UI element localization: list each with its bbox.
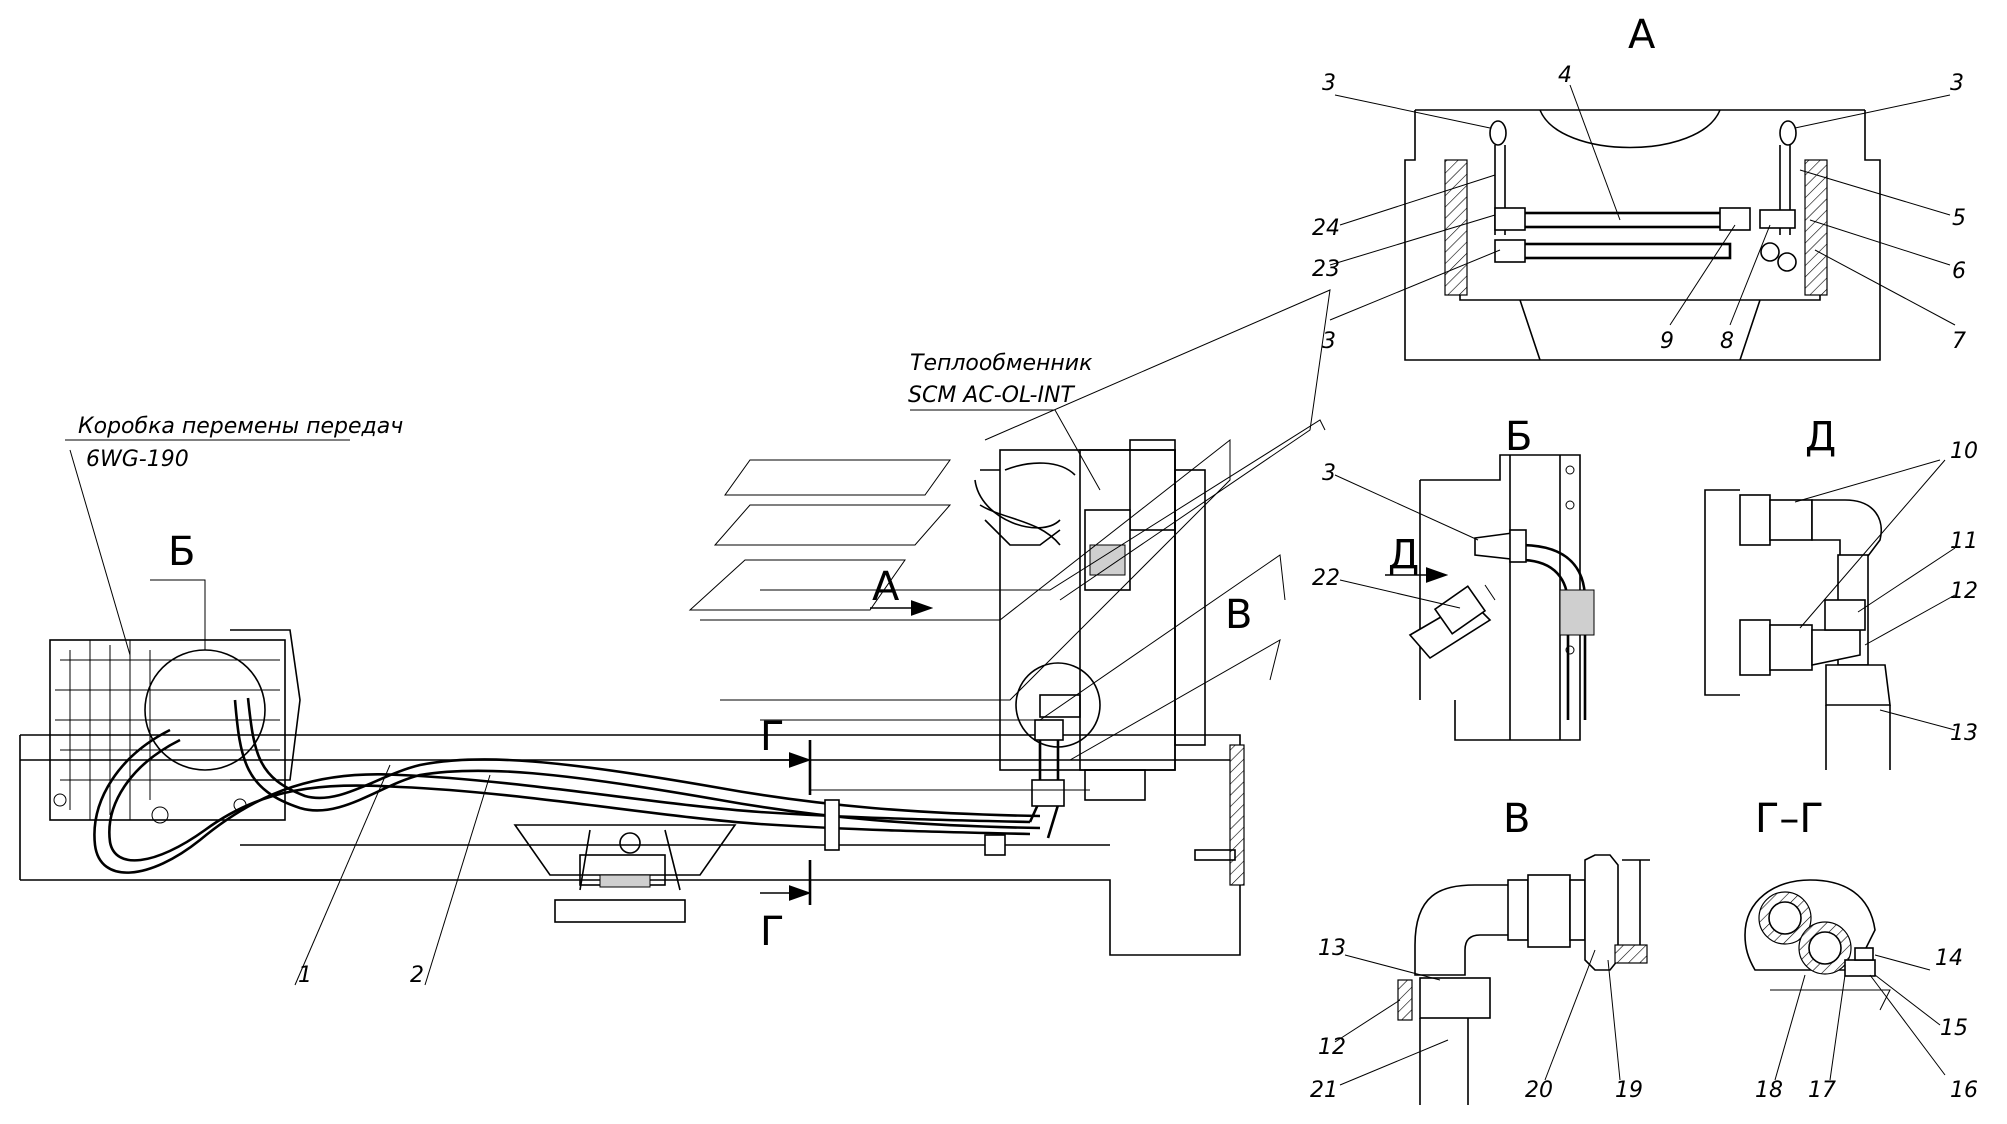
callout-gg-16: 16 [1950, 1078, 1978, 1103]
callout-gg-14: 14 [1935, 946, 1963, 971]
leader-heat-exchanger [910, 409, 1101, 491]
section-g-label-bottom: Г [760, 909, 784, 955]
callout-d-10: 10 [1950, 439, 1978, 464]
view-v-title: В [1503, 796, 1530, 842]
frame-rail [19, 734, 1245, 956]
view-a-direction-lines [688, 289, 1331, 791]
heat-exchanger-model: SCM AC-OL-INT [908, 383, 1075, 408]
view-a-leaders [1329, 84, 1956, 326]
hose-2 [233, 697, 1041, 830]
view-v-label-main: В [1225, 592, 1252, 638]
main-view [19, 289, 1331, 986]
callout-v-21: 21 [1310, 1078, 1338, 1103]
view-b-title: Б [1505, 414, 1532, 460]
callout-gg-15: 15 [1940, 1016, 1968, 1041]
detail-view-a [1404, 109, 1881, 361]
view-d-leaders [1794, 459, 1956, 731]
callout-a-3-right: 3 [1950, 71, 1964, 96]
leader-view-b [150, 579, 206, 650]
callout-a-24: 24 [1312, 216, 1340, 241]
leader-2 [424, 774, 491, 986]
callout-a-23: 23 [1312, 257, 1340, 282]
callout-v-19: 19 [1615, 1078, 1643, 1103]
callout-a-6: 6 [1952, 259, 1966, 284]
view-v-leaders [1334, 949, 1621, 1086]
callout-a-5: 5 [1952, 206, 1966, 231]
view-a-title: А [1628, 12, 1656, 58]
gearbox [49, 629, 301, 824]
callout-a-4: 4 [1558, 63, 1572, 88]
view-b-marker-circle [144, 649, 266, 771]
callout-d-11: 11 [1950, 529, 1978, 554]
leader-b-22 [1339, 579, 1461, 609]
hose-1 [93, 728, 1031, 874]
heat-exchanger [974, 439, 1206, 801]
view-a-label-main: А [872, 564, 900, 610]
callout-d-13: 13 [1950, 721, 1978, 746]
callout-gg-17: 17 [1808, 1078, 1836, 1103]
gearbox-caption: Коробка перемены передач [78, 414, 403, 439]
callout-gg-18: 18 [1755, 1078, 1783, 1103]
view-d-label-in-b: Д [1388, 532, 1419, 578]
detail-view-b [1408, 454, 1595, 741]
leader-gearbox [65, 439, 350, 656]
detail-view-v [1397, 854, 1650, 1105]
callout-v-12: 12 [1318, 1035, 1346, 1060]
callout-a-8: 8 [1720, 329, 1734, 354]
callout-v-20: 20 [1525, 1078, 1553, 1103]
callout-a-3-bottom: 3 [1322, 329, 1336, 354]
view-b-label-main: Б [168, 529, 195, 575]
view-d-title: Д [1805, 414, 1836, 460]
hose-fitting [984, 834, 1006, 856]
detail-view-d [1704, 489, 1891, 770]
axle-bracket [513, 824, 737, 923]
view-v-marker-circle [1015, 662, 1101, 748]
hose-clamp [824, 799, 840, 851]
section-gg [1744, 879, 1891, 1011]
callout-v-13: 13 [1318, 936, 1346, 961]
heat-exchanger-caption: Теплообменник [910, 351, 1093, 376]
section-cut-marks [760, 740, 812, 905]
callout-d-12: 12 [1950, 579, 1978, 604]
leader-b-3 [1334, 474, 1479, 541]
callout-a-7: 7 [1952, 329, 1966, 354]
section-gg-leaders [1774, 954, 1946, 1081]
callout-2: 2 [410, 963, 424, 988]
callout-a-9: 9 [1660, 329, 1674, 354]
section-gg-title: Г–Г [1755, 796, 1824, 842]
callout-a-3-left: 3 [1322, 71, 1336, 96]
leader-1 [294, 764, 391, 986]
section-g-label-top: Г [760, 714, 784, 760]
gearbox-model: 6WG-190 [86, 447, 189, 472]
callout-b-22: 22 [1312, 566, 1340, 591]
callout-1: 1 [298, 963, 312, 988]
callout-b-3: 3 [1322, 461, 1336, 486]
